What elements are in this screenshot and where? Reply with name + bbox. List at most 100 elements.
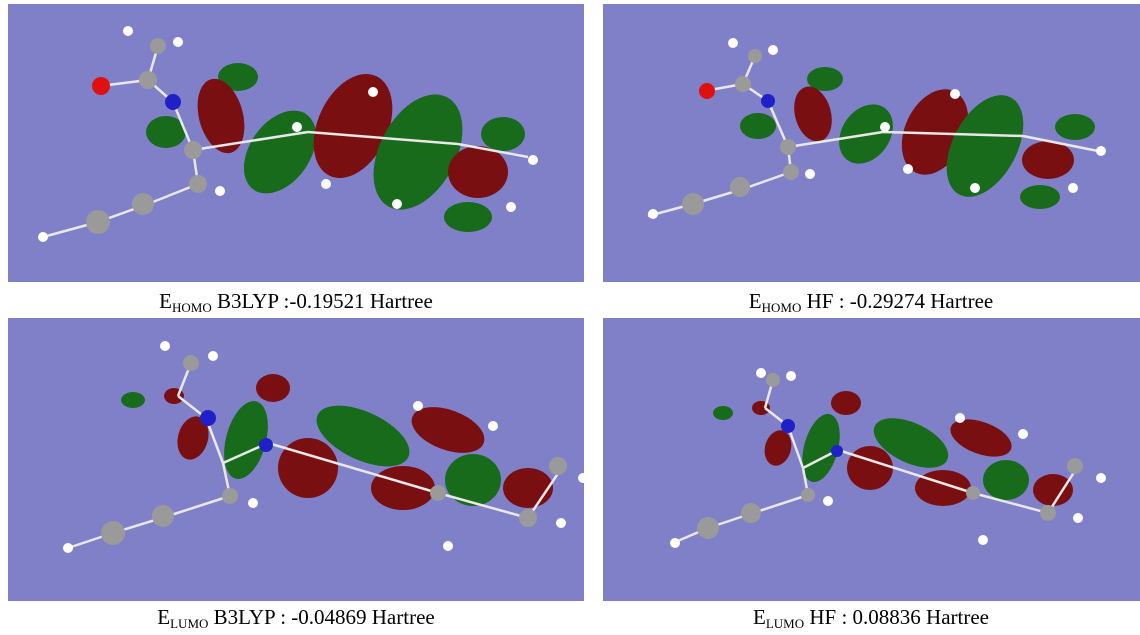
- hydrogen-atom: [903, 164, 913, 174]
- hydrogen-atom: [392, 199, 402, 209]
- lobe-positive: [847, 446, 893, 490]
- carbon-atom: [101, 521, 125, 545]
- oxygen-atom: [92, 77, 110, 95]
- hydrogen-atom: [648, 209, 658, 219]
- hydrogen-atom: [955, 413, 965, 423]
- lobe-negative: [802, 413, 840, 483]
- carbon-atom: [139, 71, 157, 89]
- lobe-positive: [313, 74, 393, 178]
- hydrogen-atom: [1096, 473, 1106, 483]
- hydrogen-atom: [728, 38, 738, 48]
- lobe-negative: [481, 117, 525, 151]
- lobe-negative: [146, 116, 186, 148]
- hydrogen-atom: [488, 421, 498, 431]
- nitrogen-atom: [200, 410, 216, 426]
- molecule-skeleton: [672, 379, 1080, 545]
- atoms: [38, 26, 538, 242]
- lobe-negative: [218, 63, 258, 91]
- carbon-atom: [766, 373, 780, 387]
- homo-b3lyp-render: [38, 26, 538, 242]
- lobe-positive: [411, 407, 485, 453]
- nitrogen-atom: [831, 445, 843, 457]
- hydrogen-atom: [413, 401, 423, 411]
- hydrogen-atom: [578, 473, 584, 483]
- lobe-negative: [224, 401, 268, 479]
- orbital-lobes: [121, 374, 553, 510]
- hydrogen-atom: [1073, 513, 1083, 523]
- hydrogen-atom: [215, 186, 225, 196]
- energy-symbol: E: [748, 289, 762, 313]
- lobe-negative: [713, 406, 733, 420]
- lobe-negative: [807, 67, 843, 91]
- hydrogen-atom: [506, 202, 516, 212]
- energy-value: HF : 0.08836 Hartree: [804, 605, 989, 629]
- caption-homo-b3lyp: EHOMO B3LYP :-0.19521 Hartree: [8, 288, 584, 314]
- orbital-panel-homo-b3lyp: [8, 4, 584, 282]
- lobe-negative: [316, 405, 410, 467]
- orbital-lobes: [146, 63, 525, 232]
- caption-homo-hf: EHOMO HF : -0.29274 Hartree: [583, 288, 1140, 314]
- energy-value: HF : -0.29274 Hartree: [801, 289, 994, 313]
- lumo-b3lyp-render: [63, 341, 584, 553]
- lobe-negative: [983, 460, 1029, 500]
- carbon-atom: [150, 38, 166, 54]
- lobe-negative: [740, 113, 776, 139]
- caption-lumo-hf: ELUMO HF : 0.08836 Hartree: [583, 604, 1140, 630]
- carbon-atom: [783, 164, 799, 180]
- lumo-hf-render: [670, 368, 1106, 548]
- homo-hf-render: [647, 38, 1106, 219]
- hydrogen-atom: [950, 89, 960, 99]
- orbital-subscript: HOMO: [172, 300, 212, 315]
- hydrogen-atom: [880, 122, 890, 132]
- carbon-atom: [741, 503, 761, 523]
- hydrogen-atom: [970, 183, 980, 193]
- carbon-atom: [132, 193, 154, 215]
- lobe-negative: [373, 94, 463, 210]
- carbon-atom: [189, 175, 207, 193]
- orbital-subscript: HOMO: [761, 300, 802, 315]
- carbon-atom: [183, 355, 199, 371]
- lobe-negative: [873, 418, 949, 468]
- lobe-positive: [503, 468, 553, 508]
- energy-symbol: E: [157, 605, 171, 629]
- orbital-lobes: [740, 67, 1095, 209]
- nitrogen-atom: [259, 438, 273, 452]
- orbital-panel-homo-hf: [603, 4, 1140, 282]
- hydrogen-atom: [978, 535, 988, 545]
- hydrogen-atom: [823, 496, 833, 506]
- hydrogen-atom: [38, 232, 48, 242]
- hydrogen-atom: [756, 368, 766, 378]
- lobe-positive: [794, 86, 832, 142]
- nitrogen-atom: [761, 94, 775, 108]
- carbon-atom: [748, 49, 762, 63]
- carbon-atom: [184, 141, 202, 159]
- orbital-panel-lumo-hf: [603, 318, 1140, 601]
- lobe-positive: [177, 416, 209, 460]
- hydrogen-atom: [528, 155, 538, 165]
- atoms: [648, 38, 1106, 219]
- carbon-atom: [780, 139, 796, 155]
- carbon-atom: [1067, 458, 1083, 474]
- carbon-atom: [966, 486, 980, 500]
- carbon-atom: [86, 210, 110, 234]
- carbon-atom: [697, 517, 719, 539]
- lobe-positive: [197, 78, 245, 154]
- lobe-positive: [915, 470, 971, 506]
- lobe-positive: [950, 419, 1012, 457]
- lobe-positive: [1022, 141, 1074, 179]
- lobe-positive: [1033, 474, 1073, 506]
- lobe-positive: [831, 391, 861, 415]
- hydrogen-atom: [248, 498, 258, 508]
- carbon-atom: [682, 193, 704, 215]
- hydrogen-atom: [208, 351, 218, 361]
- orbital-panel-lumo-b3lyp: [8, 318, 584, 601]
- hydrogen-atom: [443, 541, 453, 551]
- hydrogen-atom: [292, 122, 302, 132]
- lobe-negative: [444, 202, 492, 232]
- lobe-positive: [278, 438, 338, 498]
- lobe-positive: [764, 430, 792, 466]
- carbon-atom: [430, 485, 446, 501]
- hydrogen-atom: [670, 538, 680, 548]
- lobe-negative: [121, 392, 145, 408]
- hydrogen-atom: [123, 26, 133, 36]
